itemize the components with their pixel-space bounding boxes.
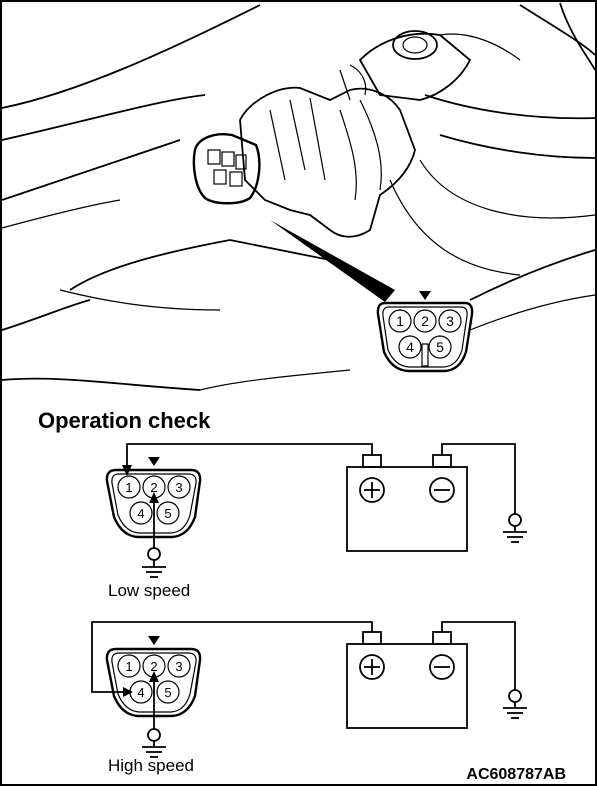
pin-3-label: 3 (446, 313, 454, 329)
low-pin-4 (129, 501, 153, 525)
high-pin-1 (117, 654, 141, 678)
pin-5-label: 5 (436, 339, 444, 355)
high-battery-ground-terminal (508, 689, 522, 703)
low-battery-negative-post (432, 454, 452, 468)
pin-4-label: 4 (406, 339, 414, 355)
low-pin-3-label: 3 (175, 480, 182, 495)
high-speed-circuit: 1 2 3 4 5 High speed (91, 621, 527, 775)
high-battery-negative-symbol (429, 654, 455, 680)
high-pin-4-label: 4 (137, 685, 144, 700)
high-pin2-arrow (149, 671, 159, 682)
low-battery-negative-symbol (429, 477, 455, 503)
high-battery-positive-symbol (359, 654, 385, 680)
low-connector-housing (105, 468, 202, 539)
connector-housing-inner (382, 306, 468, 368)
low-battery-positive-post (362, 454, 382, 468)
high-pin-5-label: 5 (164, 685, 171, 700)
pin-2-label: 2 (421, 313, 429, 329)
high-connector-housing (105, 647, 202, 718)
low-negative-wire (441, 443, 516, 514)
high-pin-2-label: 2 (150, 659, 157, 674)
high-ground-terminal (147, 728, 161, 742)
high-negative-wire (441, 621, 516, 690)
connector-key-slot (421, 343, 429, 367)
high-connector-key-triangle (148, 636, 160, 645)
figure-code: AC608787AB (466, 766, 566, 783)
high-pin-3 (167, 654, 191, 678)
high-pin4-arrow (123, 687, 133, 697)
engine-bay-illustration (1, 2, 596, 391)
low-battery-positive-symbol (359, 477, 385, 503)
high-pin-1-label: 1 (125, 659, 132, 674)
pin-4 (398, 335, 422, 359)
high-pin-3-label: 3 (175, 659, 182, 674)
low-connector-housing-inner (111, 473, 197, 534)
low-battery-ground-terminal (508, 513, 522, 527)
low-connector-key-triangle (148, 457, 160, 466)
high-positive-wire (91, 621, 373, 693)
high-battery (346, 643, 468, 729)
low-ground-terminal (147, 547, 161, 561)
pin-5 (428, 335, 452, 359)
high-battery-negative-post (432, 631, 452, 645)
low-pin-5-label: 5 (164, 506, 171, 521)
pin-2 (413, 309, 437, 333)
connector-housing (376, 301, 474, 373)
low-pin-3 (167, 475, 191, 499)
low-positive-wire (126, 443, 373, 470)
pin-1-label: 1 (396, 313, 404, 329)
low-pin1-arrow (122, 465, 132, 476)
pin-3 (438, 309, 462, 333)
high-battery-positive-post (362, 631, 382, 645)
pin-1 (388, 309, 412, 333)
low-pin-1 (117, 475, 141, 499)
low-battery (346, 466, 468, 552)
low-pin-2-label: 2 (150, 480, 157, 495)
connector-enlarged: 1 2 3 4 5 (376, 291, 474, 373)
high-pin-5 (156, 680, 180, 704)
high-speed-label: High speed (108, 756, 194, 775)
low-pin-4-label: 4 (137, 506, 144, 521)
high-connector-housing-inner (111, 652, 197, 713)
low-speed-label: Low speed (108, 581, 190, 600)
operation-check-heading: Operation check (38, 408, 211, 433)
low-pin-5 (156, 501, 180, 525)
low-speed-circuit: 1 2 3 4 5 Low speed (105, 443, 527, 600)
low-pin-1-label: 1 (125, 480, 132, 495)
low-pin2-arrow (149, 492, 159, 503)
connector-key-triangle (419, 291, 431, 300)
